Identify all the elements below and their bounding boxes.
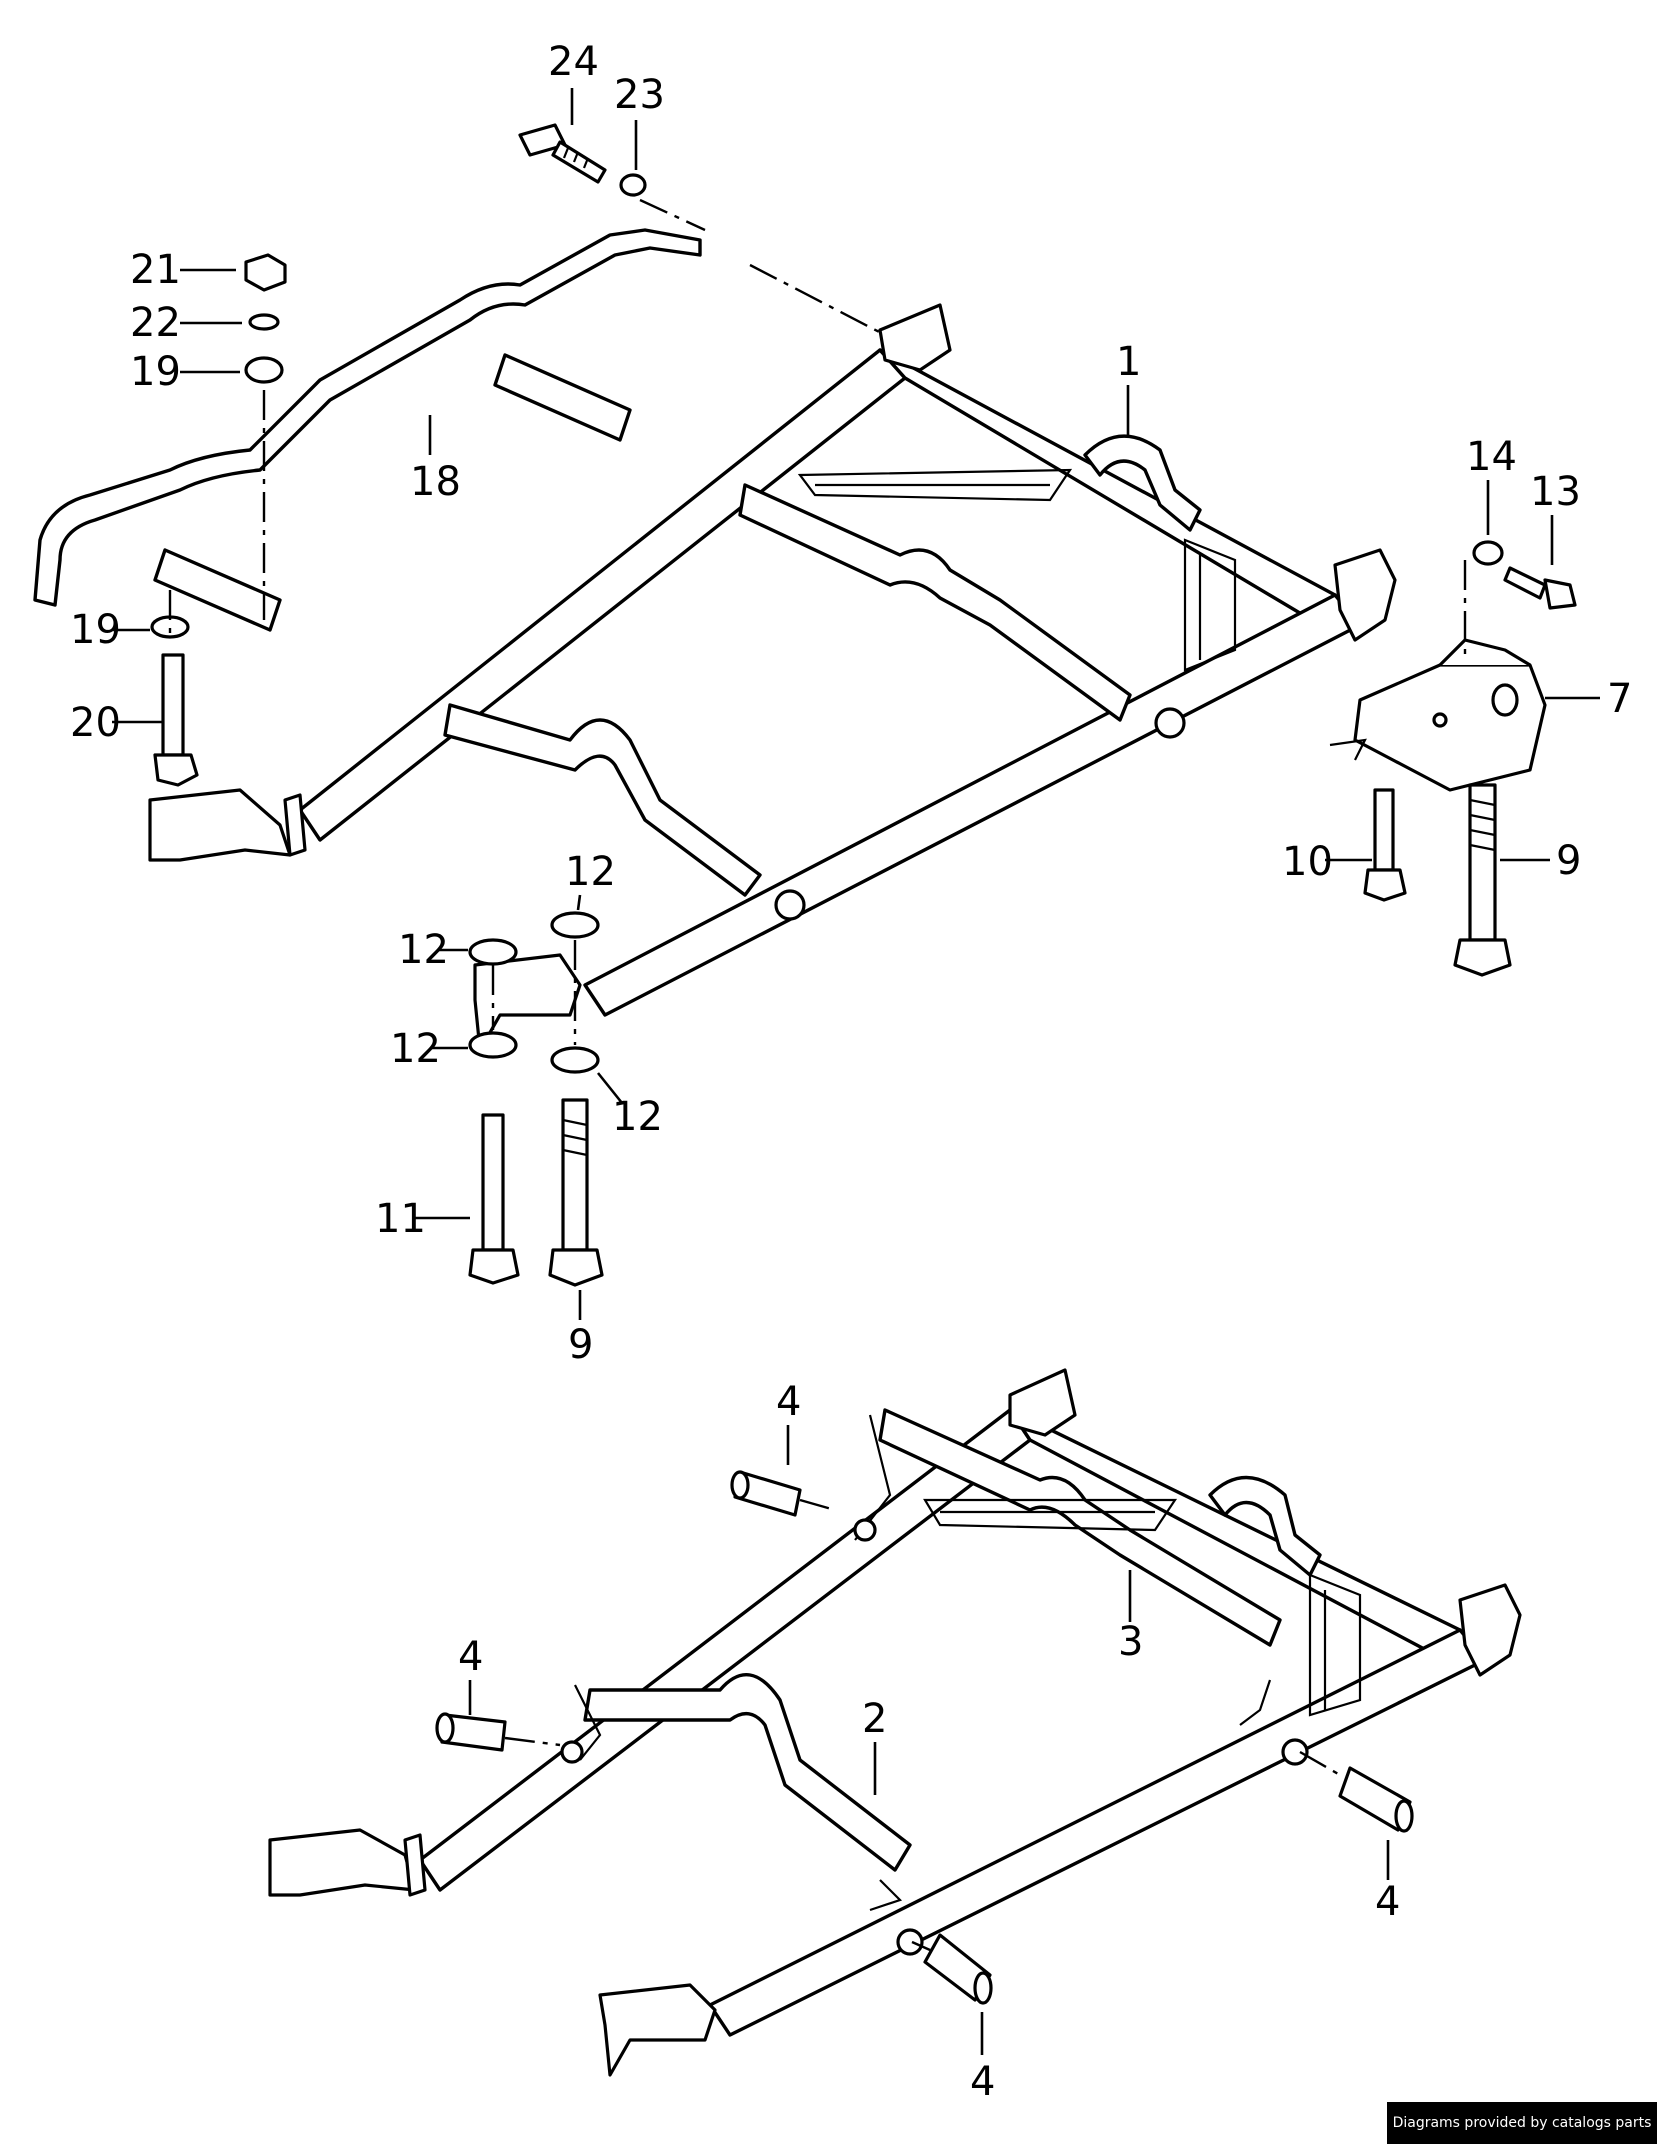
bushing-4-b: [435, 1712, 507, 1752]
washer-22: [248, 313, 280, 331]
label-4a: 4: [776, 1379, 801, 1425]
label-11: 11: [375, 1196, 426, 1242]
bolt-13: [1503, 566, 1577, 610]
label-12c: 12: [390, 1026, 441, 1072]
bolt-10: [1363, 788, 1407, 902]
axis-line: [799, 1498, 836, 1512]
axis-line: [911, 1940, 931, 1952]
label-12b: 12: [565, 849, 616, 895]
axis-line: [639, 198, 886, 337]
label-12d: 12: [612, 1094, 663, 1140]
label-1: 1: [1116, 339, 1141, 385]
callout-labels: 24 23 21 22 19 18 1 14 13 7 19 20 10 9 1…: [70, 39, 1632, 2105]
lower-subframe: [268, 1368, 1522, 2077]
label-10: 10: [1282, 839, 1333, 885]
mount-block: [1329, 638, 1547, 792]
footer-credit: Diagrams provided by catalogs parts: [1387, 2102, 1657, 2144]
label-18: 18: [410, 459, 461, 505]
axis-line: [504, 1736, 561, 1747]
label-3: 3: [1118, 1619, 1143, 1665]
label-24: 24: [548, 39, 599, 85]
upper-subframe: [148, 303, 1397, 1052]
label-13: 13: [1530, 469, 1581, 515]
washer-12-c: [468, 1031, 518, 1059]
washer-12-a: [468, 938, 518, 966]
bolt-11: [468, 1113, 520, 1285]
nut-21: [244, 253, 287, 292]
leader-lines: [112, 88, 1600, 2055]
washer-23: [619, 173, 647, 197]
axis-line: [491, 940, 577, 1045]
label-23: 23: [614, 72, 665, 118]
stabilizer-bar: [33, 228, 702, 632]
bolt-20: [153, 653, 199, 787]
label-19b: 19: [70, 607, 121, 653]
label-4b: 4: [458, 1634, 483, 1680]
label-21: 21: [130, 247, 181, 293]
label-19a: 19: [130, 349, 181, 395]
bushing-4-a: [730, 1470, 802, 1517]
washer-12-b: [550, 911, 600, 939]
bolt-24: [518, 123, 607, 184]
label-20: 20: [70, 700, 121, 746]
bushing-4-c: [1338, 1766, 1414, 1833]
bolt-9-center: [548, 1098, 604, 1287]
bolt-9-right: [1453, 783, 1512, 977]
washer-14: [1472, 540, 1504, 566]
label-14: 14: [1466, 434, 1517, 480]
label-22: 22: [130, 300, 181, 346]
axis-line: [1299, 1750, 1341, 1777]
label-9b: 9: [568, 1322, 593, 1368]
bushing-4-d: [923, 1933, 993, 2005]
label-12a: 12: [398, 927, 449, 973]
washer-12-d: [550, 1046, 600, 1074]
bushing-19-top: [244, 356, 284, 384]
label-4c: 4: [1375, 1879, 1400, 1925]
label-9a: 9: [1556, 838, 1581, 884]
label-2: 2: [862, 1696, 887, 1742]
label-7: 7: [1607, 676, 1632, 722]
label-4d: 4: [970, 2059, 995, 2105]
